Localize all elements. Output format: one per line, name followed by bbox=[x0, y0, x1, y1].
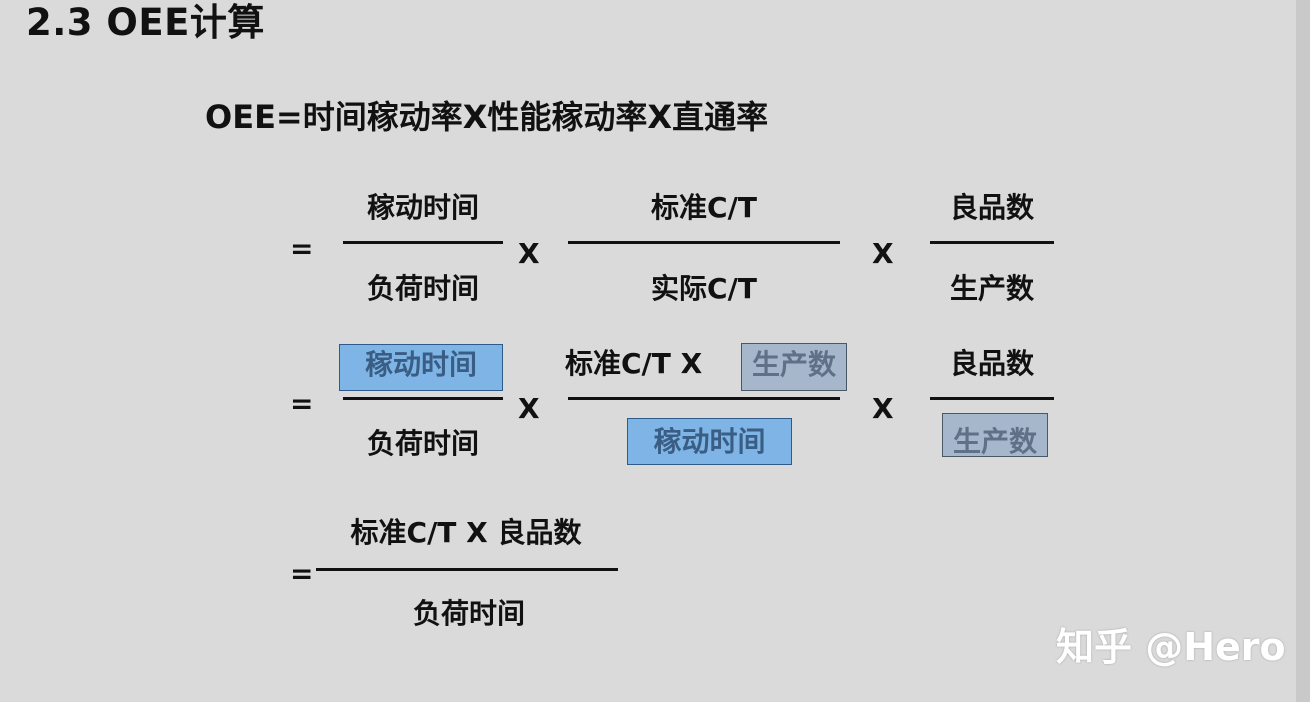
fraction-2-numerator-highlight: 生产数 bbox=[751, 348, 836, 381]
equals-sign: = bbox=[290, 232, 314, 265]
oee-definition: OEE=时间稼动率X性能稼动率X直通率 bbox=[205, 98, 769, 136]
multiply-sign: X bbox=[518, 237, 540, 270]
section-title: 2.3 OEE计算 bbox=[26, 1, 265, 44]
fraction-1-numerator: 稼动时间 bbox=[366, 191, 479, 224]
highlight-box bbox=[627, 418, 792, 465]
equals-sign: = bbox=[290, 557, 314, 590]
fraction-2-bar bbox=[568, 397, 840, 400]
result-fraction-bar bbox=[316, 568, 618, 571]
fraction-1-denominator: 负荷时间 bbox=[366, 272, 479, 305]
fraction-1-denominator: 负荷时间 bbox=[366, 427, 479, 460]
highlight-box bbox=[741, 343, 847, 391]
multiply-sign: X bbox=[872, 237, 894, 270]
fraction-3-denominator: 生产数 bbox=[949, 272, 1034, 305]
multiply-sign: X bbox=[518, 392, 540, 425]
result-denominator: 负荷时间 bbox=[412, 597, 525, 630]
fraction-1-bar bbox=[343, 397, 503, 400]
fraction-2-numerator-prefix: 标准C/T X bbox=[565, 347, 703, 380]
right-edge-bar bbox=[1296, 0, 1310, 702]
fraction-2-denominator: 稼动时间 bbox=[653, 425, 766, 458]
fraction-3-bar bbox=[930, 397, 1054, 400]
equals-sign: = bbox=[290, 387, 314, 420]
highlight-box bbox=[942, 413, 1048, 457]
fraction-2-bar bbox=[568, 241, 840, 244]
fraction-3-numerator: 良品数 bbox=[949, 191, 1034, 224]
result-numerator: 标准C/T X 良品数 bbox=[350, 516, 582, 549]
fraction-3-denominator: 生产数 bbox=[952, 425, 1037, 458]
fraction-1-bar bbox=[343, 241, 503, 244]
fraction-2-denominator: 实际C/T bbox=[651, 272, 757, 305]
zhihu-watermark: 知乎 @Hero bbox=[1056, 625, 1286, 669]
multiply-sign: X bbox=[872, 392, 894, 425]
fraction-2-numerator: 标准C/T bbox=[651, 191, 757, 224]
fraction-3-numerator: 良品数 bbox=[949, 347, 1034, 380]
fraction-1-numerator: 稼动时间 bbox=[364, 348, 477, 381]
highlight-box bbox=[339, 344, 503, 391]
fraction-3-bar bbox=[930, 241, 1054, 244]
